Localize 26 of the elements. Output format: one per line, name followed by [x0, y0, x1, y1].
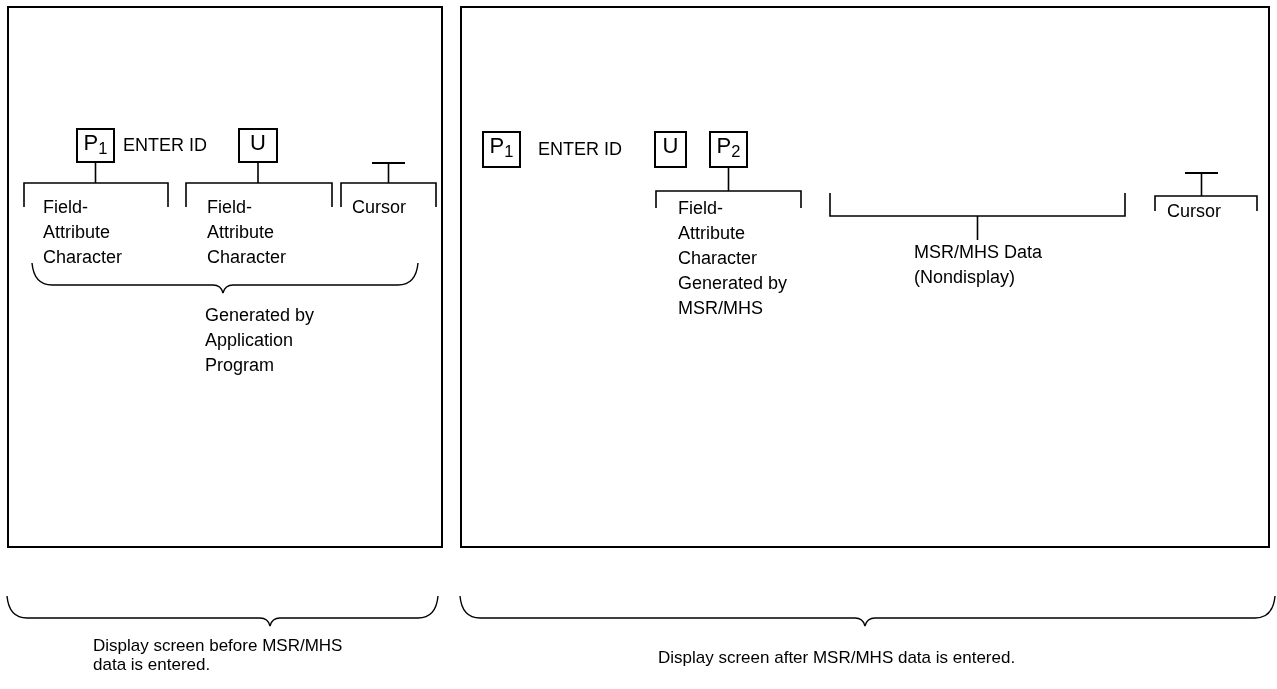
bracket-leader [655, 167, 802, 209]
cursor-mark [372, 162, 405, 164]
attribute-key: P$_{1}$ [482, 131, 521, 168]
annotation-text: MSR/MHS Data (Nondisplay) [914, 240, 1064, 290]
attribute-key: P$_{2}$ [709, 131, 748, 168]
attribute-key: U [238, 128, 278, 163]
annotation-text: Field- Attribute Character Generated by MSR/MHS [678, 196, 790, 321]
annotation-text: Cursor [1167, 199, 1247, 224]
annotation-text: Generated by Application Program [205, 303, 325, 378]
bracket-leader [185, 162, 333, 208]
attribute-key: U [654, 131, 687, 168]
attribute-key: P$_{1}$ [76, 128, 115, 163]
bracket-leader [829, 192, 1126, 241]
display-screen [460, 6, 1270, 548]
prompt-text: ENTER ID [538, 138, 622, 160]
annotation-text: Field- Attribute Character [43, 195, 155, 270]
bracket-leader [1154, 173, 1258, 212]
cursor-mark [1185, 172, 1218, 174]
display-screen [7, 6, 443, 548]
annotation-text: Field- Attribute Character [207, 195, 319, 270]
screen-caption: Display screen after MSR/MHS data is entered. [658, 648, 1017, 667]
bracket-leader [23, 162, 169, 208]
annotation-text: Cursor [352, 195, 432, 220]
bracket-leader [340, 163, 437, 208]
prompt-text: ENTER ID [123, 134, 207, 156]
screen-caption: Display screen before MSR/MHS data is entered. [93, 636, 344, 674]
